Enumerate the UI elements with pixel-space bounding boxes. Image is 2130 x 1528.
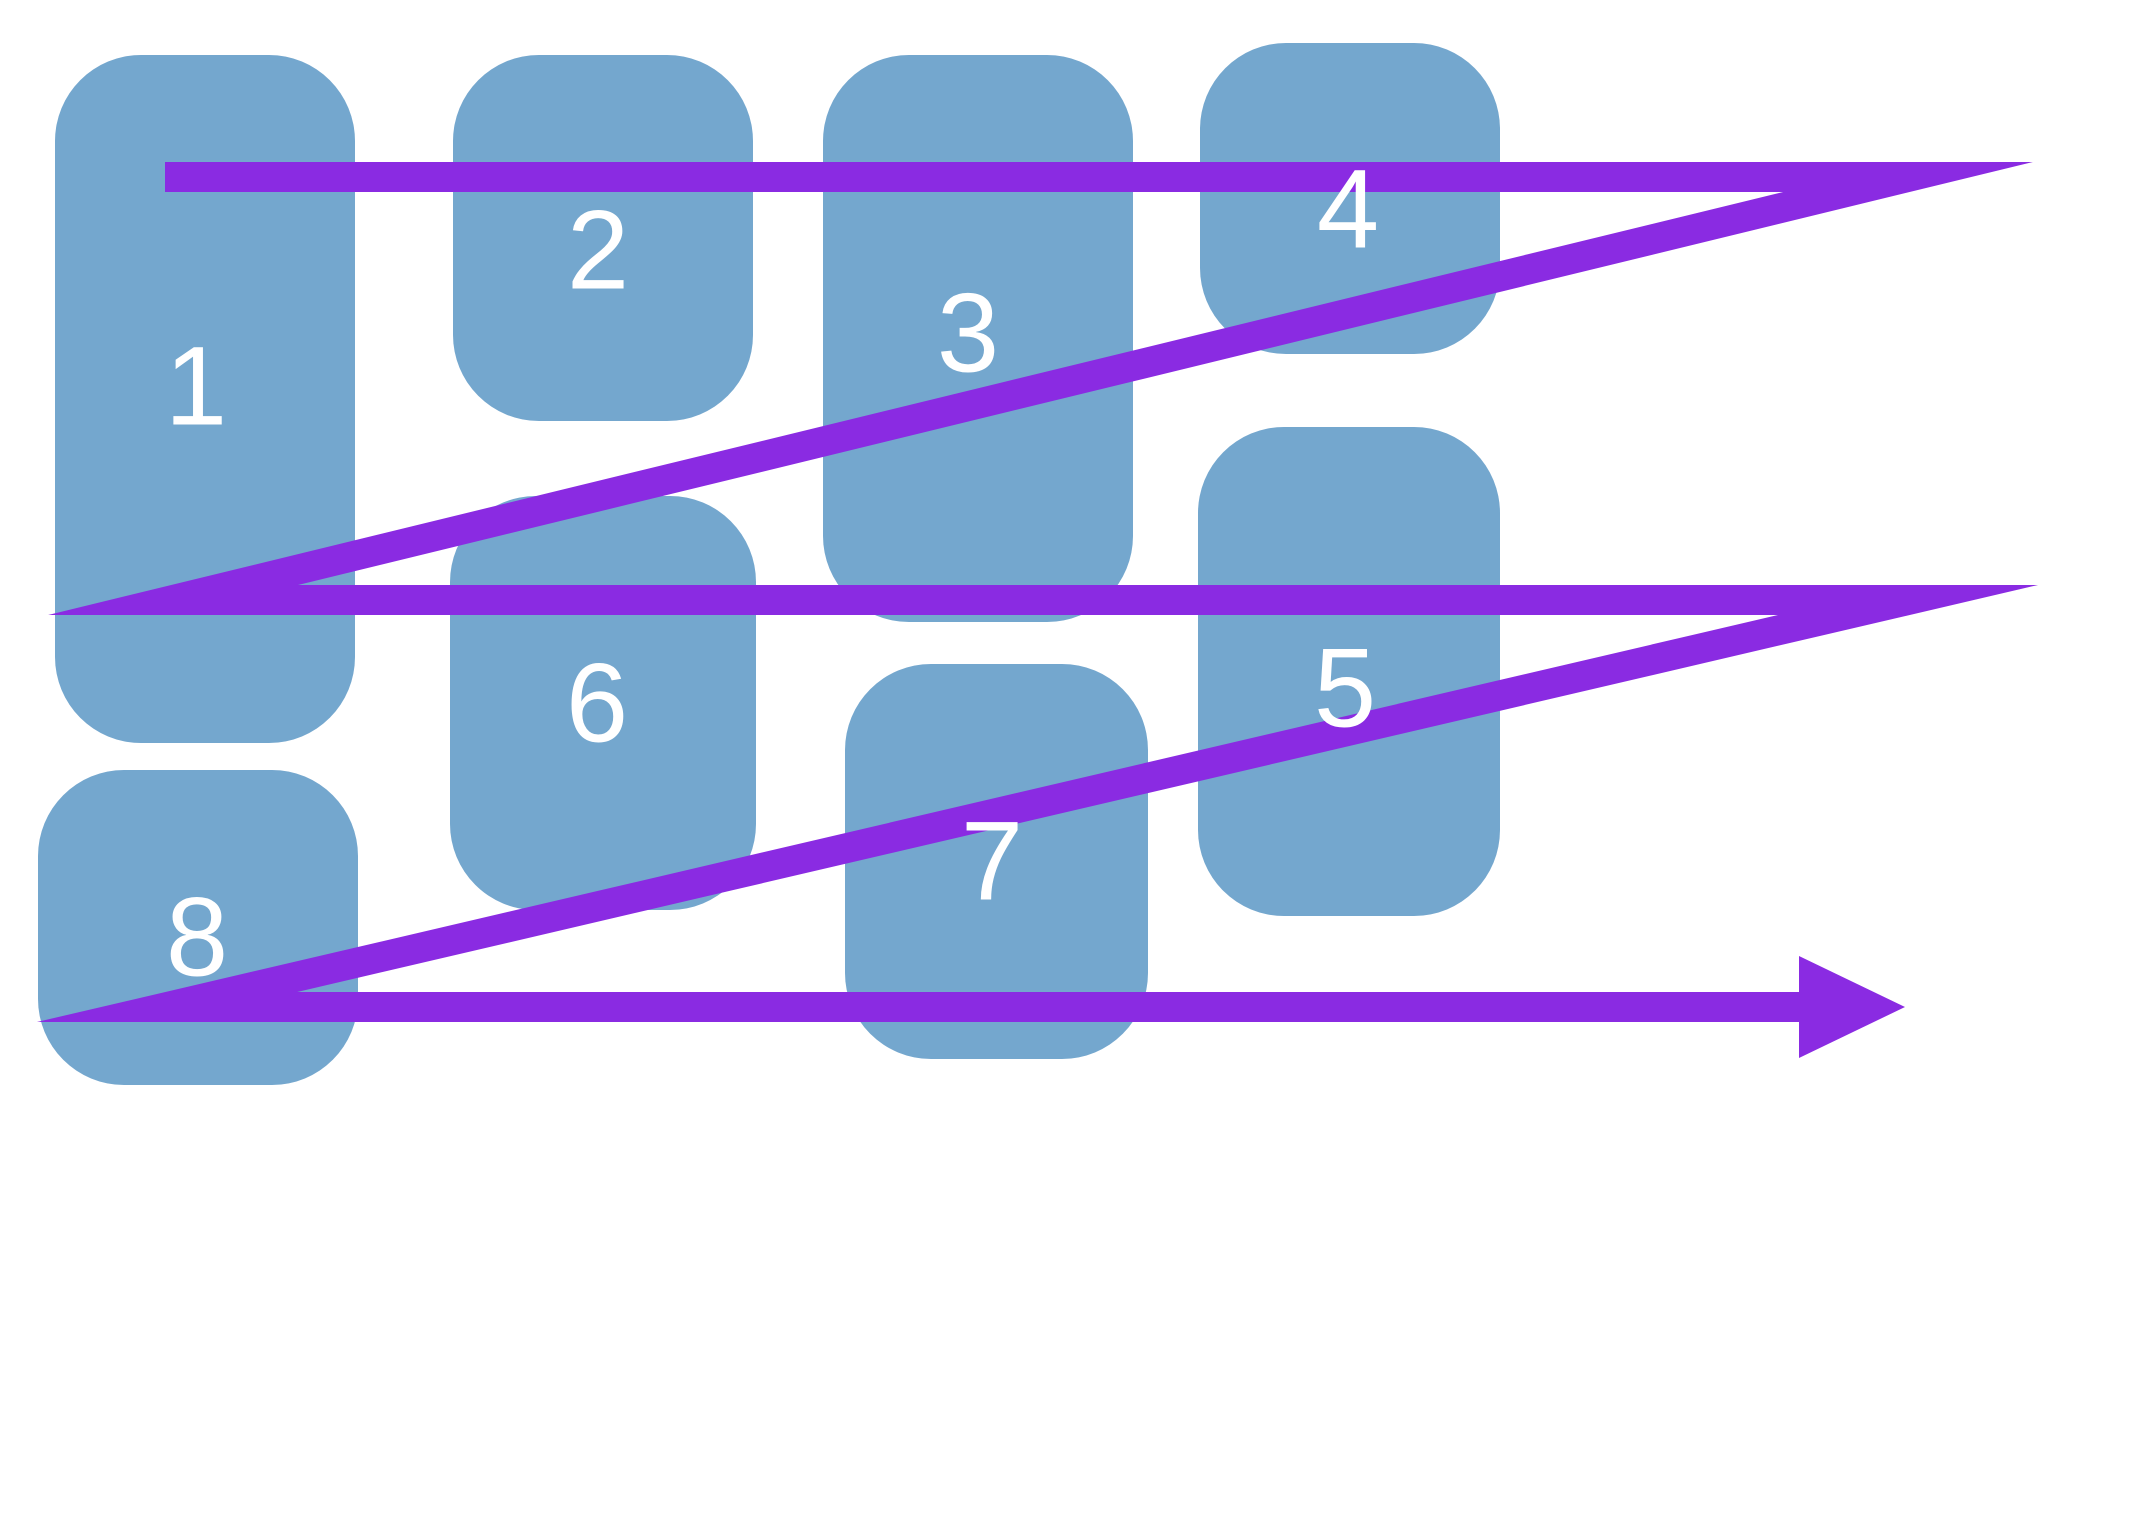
node-box-4[interactable] bbox=[1200, 43, 1500, 354]
node-box-7[interactable] bbox=[845, 664, 1148, 1059]
node-label-3: 3 bbox=[937, 271, 999, 396]
node-label-group: 1 2 3 4 5 6 7 8 bbox=[165, 147, 1379, 1000]
node-label-7: 7 bbox=[961, 799, 1023, 924]
node-label-2: 2 bbox=[567, 188, 629, 313]
traversal-path-group bbox=[36, 162, 2039, 1058]
node-box-3[interactable] bbox=[823, 55, 1133, 622]
node-label-8: 8 bbox=[166, 875, 228, 1000]
node-label-4: 4 bbox=[1317, 147, 1379, 272]
traversal-path-arrowhead-icon bbox=[1799, 956, 1905, 1058]
traversal-path-line bbox=[36, 162, 2039, 1022]
node-label-6: 6 bbox=[566, 641, 628, 766]
node-label-5: 5 bbox=[1314, 626, 1376, 751]
node-box-5[interactable] bbox=[1198, 427, 1500, 916]
node-label-1: 1 bbox=[165, 324, 227, 449]
node-group bbox=[38, 43, 1500, 1085]
node-box-2[interactable] bbox=[453, 55, 753, 421]
